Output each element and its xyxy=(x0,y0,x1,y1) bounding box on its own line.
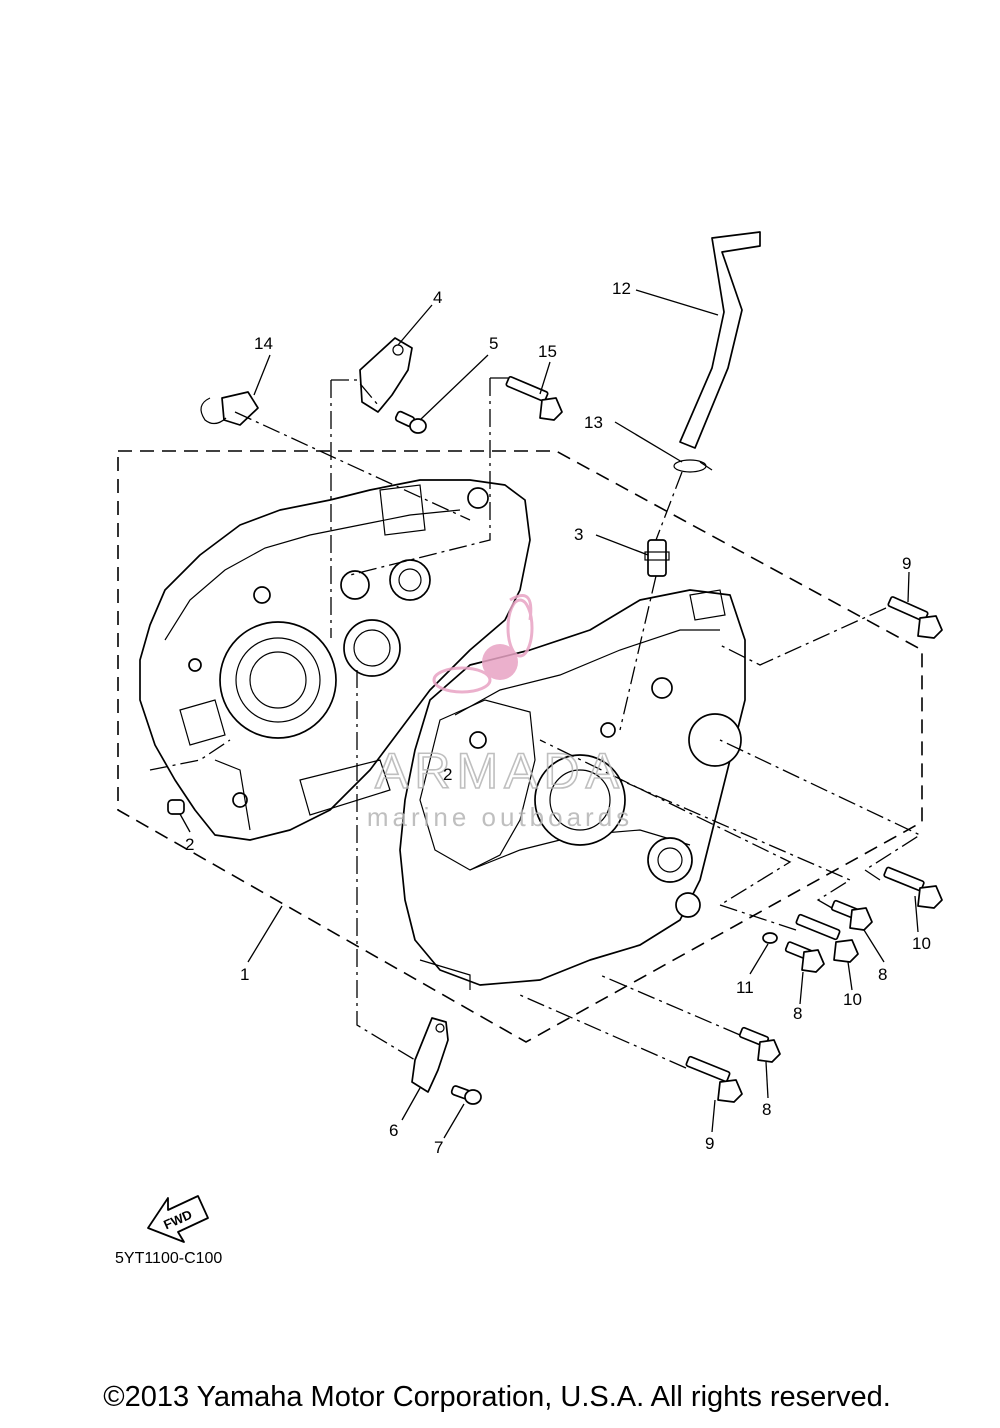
assembly-outline xyxy=(117,450,923,1043)
washer-11 xyxy=(762,932,778,944)
bolt-9-lower xyxy=(685,1055,743,1103)
left-crankcase xyxy=(139,479,531,841)
right-crankcase xyxy=(399,589,746,990)
dowel-pin xyxy=(167,799,185,815)
breather-hose xyxy=(679,231,761,449)
callout-label: 1 xyxy=(240,965,249,984)
assembly-lines xyxy=(149,377,922,1069)
callouts: 1 2 2 3 4 5 6 7 8 8 8 9 9 10 10 11 12 13… xyxy=(185,279,931,1157)
breather-fitting xyxy=(644,539,670,577)
retainer-plate-lower xyxy=(411,1017,449,1093)
hose-clip xyxy=(673,459,713,473)
callout-label: 8 xyxy=(793,1004,802,1023)
callout-label: 6 xyxy=(389,1121,398,1140)
diagram-code: 5YT1100-C100 xyxy=(115,1250,222,1267)
callout-label: 2 xyxy=(443,765,452,784)
callout-label: 2 xyxy=(185,835,194,854)
bolt-10-mid xyxy=(795,913,859,963)
screw-upper xyxy=(394,410,427,434)
bolt-10-right xyxy=(883,866,943,909)
bolt-9-upper xyxy=(887,596,943,639)
callout-label: 4 xyxy=(433,288,442,307)
wire-clamp xyxy=(200,391,259,426)
callout-label: 9 xyxy=(705,1134,714,1153)
callout-label: 10 xyxy=(912,934,931,953)
watermark-brand: ARMADA xyxy=(375,743,625,799)
callout-label: 5 xyxy=(489,334,498,353)
watermark: ARMADA marine outboards xyxy=(367,594,633,832)
retainer-plate-upper xyxy=(359,337,413,413)
bolt-top xyxy=(505,375,563,421)
crankcase-gasket xyxy=(419,699,536,871)
watermark-logo-icon xyxy=(432,594,534,694)
bolt-8-right xyxy=(830,899,873,931)
bolt-8-mid xyxy=(784,941,825,973)
screw-lower xyxy=(450,1085,482,1105)
callout-label: 9 xyxy=(902,554,911,573)
watermark-tagline: marine outboards xyxy=(367,802,633,832)
leader-lines xyxy=(179,289,919,1139)
copyright-text: ©2013 Yamaha Motor Corporation, U.S.A. A… xyxy=(103,1381,891,1413)
callout-label: 12 xyxy=(612,279,631,298)
callout-label: 10 xyxy=(843,990,862,1009)
callout-label: 11 xyxy=(736,978,754,997)
callout-label: 15 xyxy=(538,342,557,361)
callout-label: 3 xyxy=(574,525,583,544)
callout-label: 8 xyxy=(762,1100,771,1119)
callout-label: 7 xyxy=(434,1138,443,1157)
fwd-arrow-icon: FWD xyxy=(147,1195,209,1243)
callout-label: 13 xyxy=(584,413,603,432)
callout-label: 14 xyxy=(254,334,273,353)
callout-label: 8 xyxy=(878,965,887,984)
bolt-8-lower xyxy=(738,1026,781,1063)
